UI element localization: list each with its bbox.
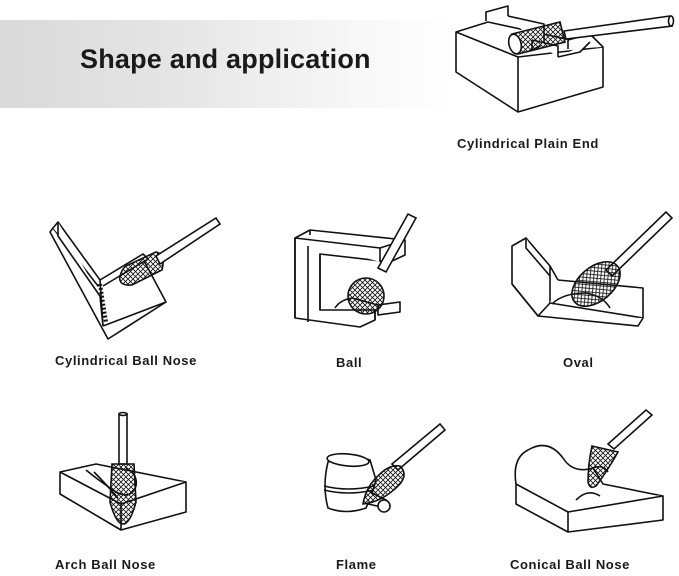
caption-oval: Oval [563,355,594,370]
conical-ball-nose-illustration [508,408,673,534]
caption-arch-ball-nose: Arch Ball Nose [55,557,156,572]
cylindrical-ball-nose-illustration [48,214,218,344]
caption-conical-ball-nose: Conical Ball Nose [510,557,631,572]
page-title: Shape and application [80,44,371,74]
caption-flame: Flame [336,557,377,572]
arch-ball-nose-illustration [56,412,191,532]
cylindrical-plain-end-illustration [448,2,678,130]
caption-cylindrical-ball-nose: Cylindrical Ball Nose [55,353,197,368]
oval-illustration [508,208,673,328]
ball-illustration [290,210,425,330]
caption-cylindrical-plain-end: Cylindrical Plain End [457,136,599,151]
header-banner [0,20,455,108]
caption-ball: Ball [336,355,363,370]
flame-illustration [318,420,448,535]
